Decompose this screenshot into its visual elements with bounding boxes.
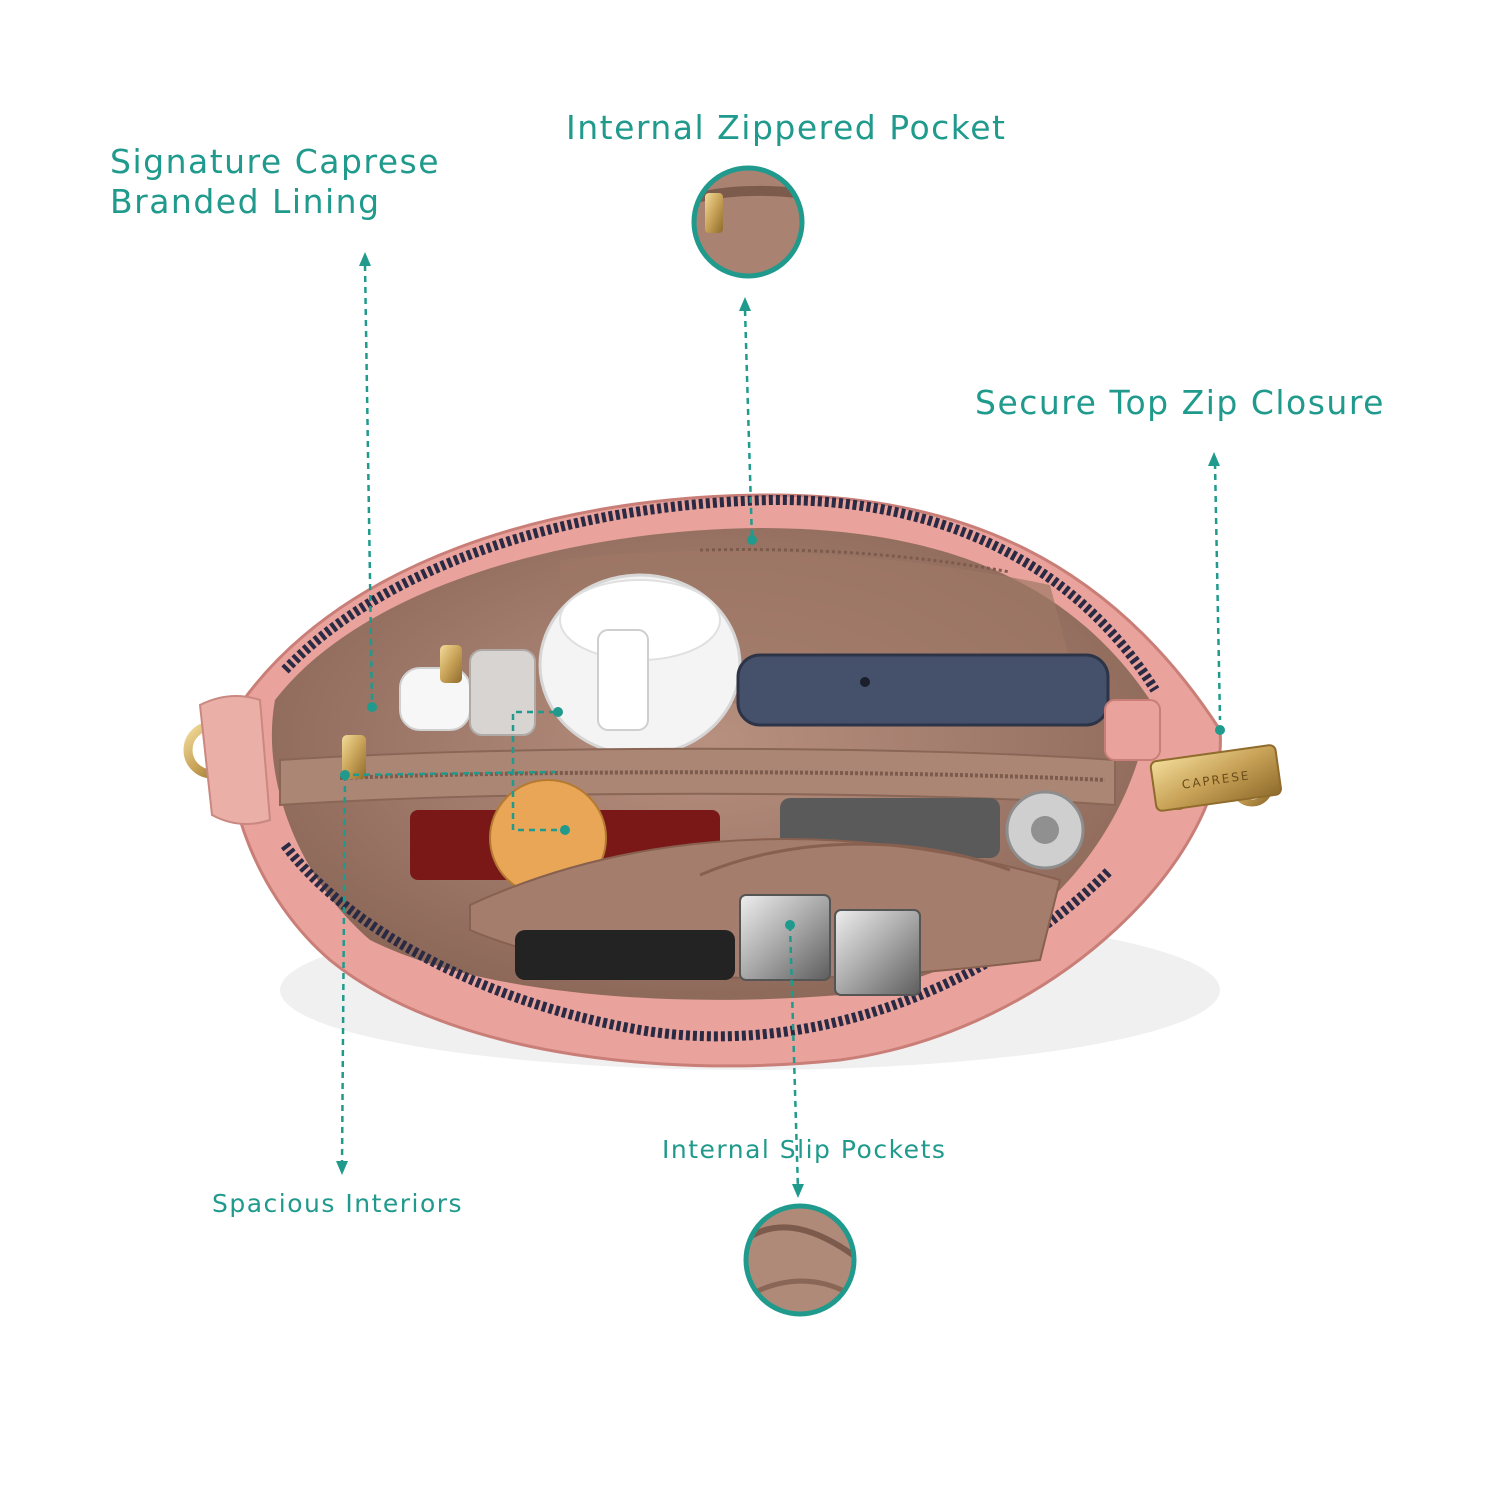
eyeliner [515,930,735,980]
zipper-teeth-top [281,494,1160,693]
zipper-pull-left [342,735,366,779]
zipper-tab: CAPRESE [1149,744,1282,812]
callout-branded-lining-line2: Branded Lining [110,181,381,221]
grey-bottle [469,649,536,736]
callout-zippered-pocket: Internal Zippered Pocket [566,108,1007,147]
phone [736,653,1110,727]
callout-slip-pockets: Internal Slip Pockets [662,1135,947,1164]
zippered-pocket-detail [691,165,805,279]
lipstick-1 [739,894,831,981]
lipstick-2 [834,909,921,996]
callout-dots [340,535,1225,930]
callout-branded-lining: Signature Caprese Branded Lining [110,142,440,221]
back-pocket-zipper [699,548,1011,574]
slip-pockets-detail [743,1203,857,1317]
callout-spacious-interiors: Spacious Interiors [212,1189,464,1218]
left-strap-tab [198,695,272,825]
callout-top-zip: Secure Top Zip Closure [975,383,1385,422]
callout-arrowheads [336,252,1220,1198]
callout-branded-lining-line1: Signature Caprese [110,142,441,181]
